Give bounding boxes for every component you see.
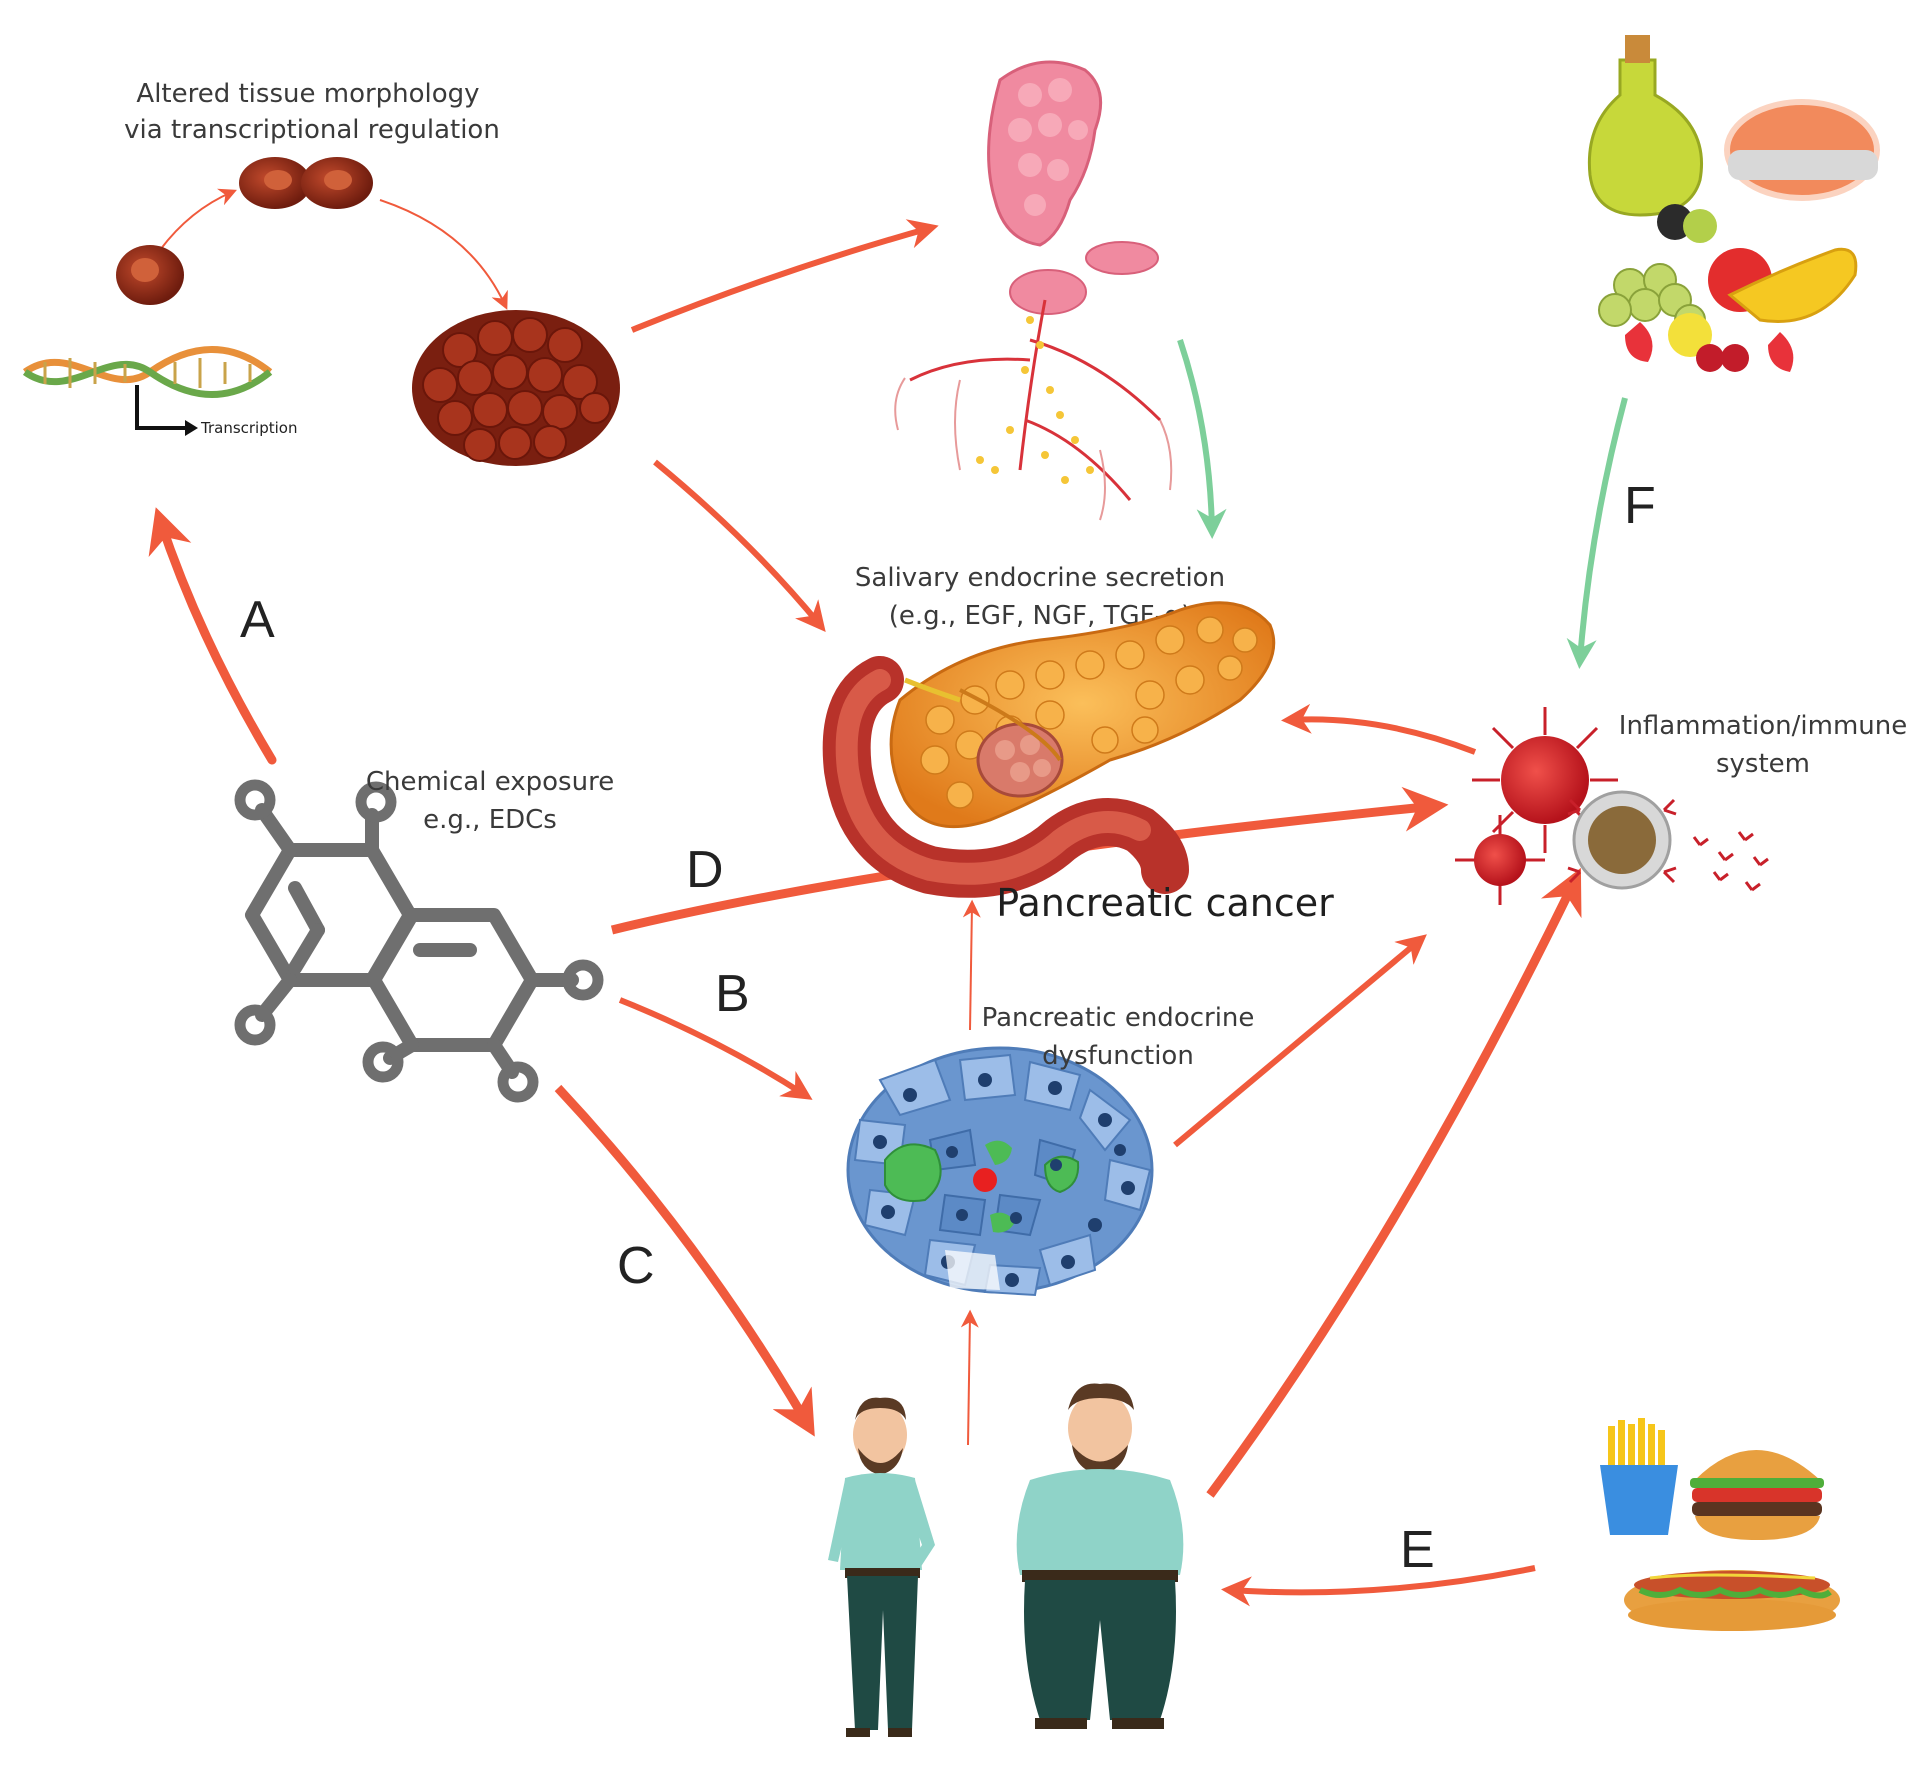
salivary-line1: Salivary endocrine secretion (855, 563, 1225, 593)
healthy-food-icon (1587, 35, 1880, 372)
chemical-line2: e.g., EDCs (423, 805, 557, 835)
arrow-islet-to-pancreas (962, 899, 981, 1031)
chemical-molecule-icon (234, 779, 604, 1103)
burger (1690, 1450, 1824, 1540)
arrow-people-to-immune (1206, 867, 1582, 1498)
arrow-b (618, 997, 813, 1100)
arrow-e (1221, 1565, 1536, 1607)
salivary-gland-icon (894, 60, 1173, 521)
arrow-c (554, 1084, 815, 1437)
fries (1600, 1418, 1678, 1535)
fast-food-icon (1600, 1418, 1840, 1631)
islet-cells-icon (846, 1046, 1154, 1297)
transcription-label: Transcription (200, 419, 297, 437)
label-d: D (686, 841, 724, 899)
arrow-immune-to-pancreas (1281, 703, 1477, 755)
endocrine-line2: dysfunction (1042, 1041, 1194, 1071)
people-weight-icon (828, 1383, 1184, 1737)
slim-person (828, 1397, 935, 1737)
pancreas-icon (822, 601, 1276, 898)
inflammation-line1: Inflammation/immune (1619, 711, 1907, 741)
arrow-salivary-to-pancreas (1177, 339, 1227, 539)
arrows (148, 188, 1628, 1607)
cell-division-icon (239, 157, 373, 209)
chemical-line1: Chemical exposure (366, 767, 614, 797)
label-c: C (617, 1237, 655, 1295)
inflammation-line2: system (1716, 749, 1810, 779)
label-b: B (715, 965, 750, 1023)
hotdog (1624, 1570, 1840, 1631)
altered-tissue-line2: via transcriptional regulation (124, 115, 500, 145)
pancreatic-cancer-label: Pancreatic cancer (996, 881, 1334, 925)
heavy-person (1016, 1383, 1184, 1729)
dna-icon (22, 346, 273, 436)
label-a: A (240, 591, 275, 649)
arrow-tissue-to-salivary (630, 219, 939, 333)
label-f: F (1624, 477, 1656, 535)
arrow-cell-to-divide (159, 188, 237, 251)
tissue-cluster-icon (412, 310, 620, 466)
label-e: E (1400, 1521, 1435, 1579)
cell-icon (116, 245, 184, 305)
arrow-islet-to-immune (1173, 934, 1427, 1148)
altered-tissue-line1: Altered tissue morphology (136, 79, 479, 109)
arrow-a (148, 507, 277, 765)
immune-cells-icon (1455, 707, 1769, 905)
arrow-tissue-to-pancreas (653, 459, 826, 632)
endocrine-line1: Pancreatic endocrine (982, 1003, 1255, 1033)
arrow-f (1566, 397, 1628, 669)
arrow-people-to-islet (960, 1309, 979, 1446)
arrow-divide-to-cluster (379, 199, 508, 310)
